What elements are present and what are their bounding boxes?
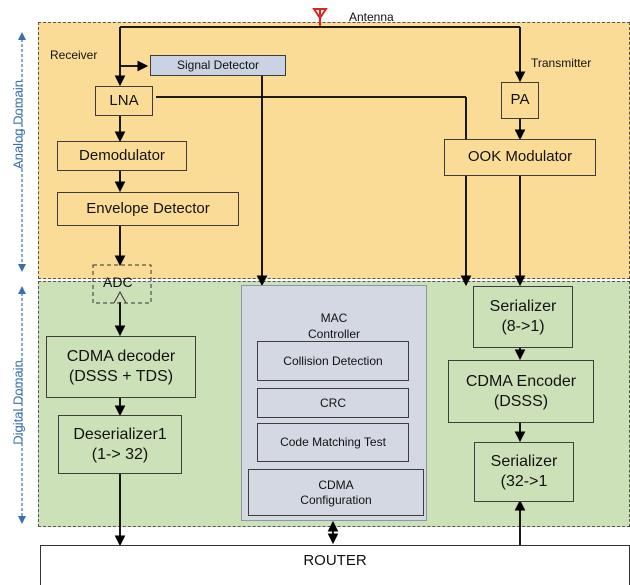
deserializer-box: Deserializer1 (1-> 32)	[58, 415, 182, 474]
lna-box: LNA	[95, 86, 153, 116]
antenna-label: Antenna	[349, 10, 394, 24]
crc-box: CRC	[257, 388, 409, 418]
demodulator-box: Demodulator	[57, 141, 187, 171]
cdma-encoder-box: CDMA Encoder (DSSS)	[448, 360, 594, 423]
router-label: ROUTER	[303, 552, 367, 569]
collision-detection-box: Collision Detection	[257, 341, 409, 381]
receiver-label: Receiver	[50, 48, 98, 62]
cdma-configuration-box: CDMA Configuration	[248, 469, 424, 516]
transmitter-label: Transmitter	[531, 56, 592, 70]
signal-detector-box: Signal Detector	[150, 55, 286, 76]
envelope-detector-box: Envelope Detector	[57, 192, 239, 226]
ook-modulator-box: OOK Modulator	[444, 139, 596, 176]
pa-box: PA	[501, 82, 539, 119]
adc-label: ADC	[103, 274, 133, 290]
serializer-8-box: Serializer (8->1)	[473, 286, 573, 348]
mac-controller-title: MAC Controller	[307, 311, 361, 342]
code-matching-test-box: Code Matching Test	[257, 423, 409, 462]
router-bar: ROUTER	[40, 545, 630, 585]
serializer-32-box: Serializer (32->1	[474, 442, 574, 502]
cdma-decoder-box: CDMA decoder (DSSS + TDS)	[46, 336, 196, 398]
antenna-icon	[312, 8, 328, 27]
